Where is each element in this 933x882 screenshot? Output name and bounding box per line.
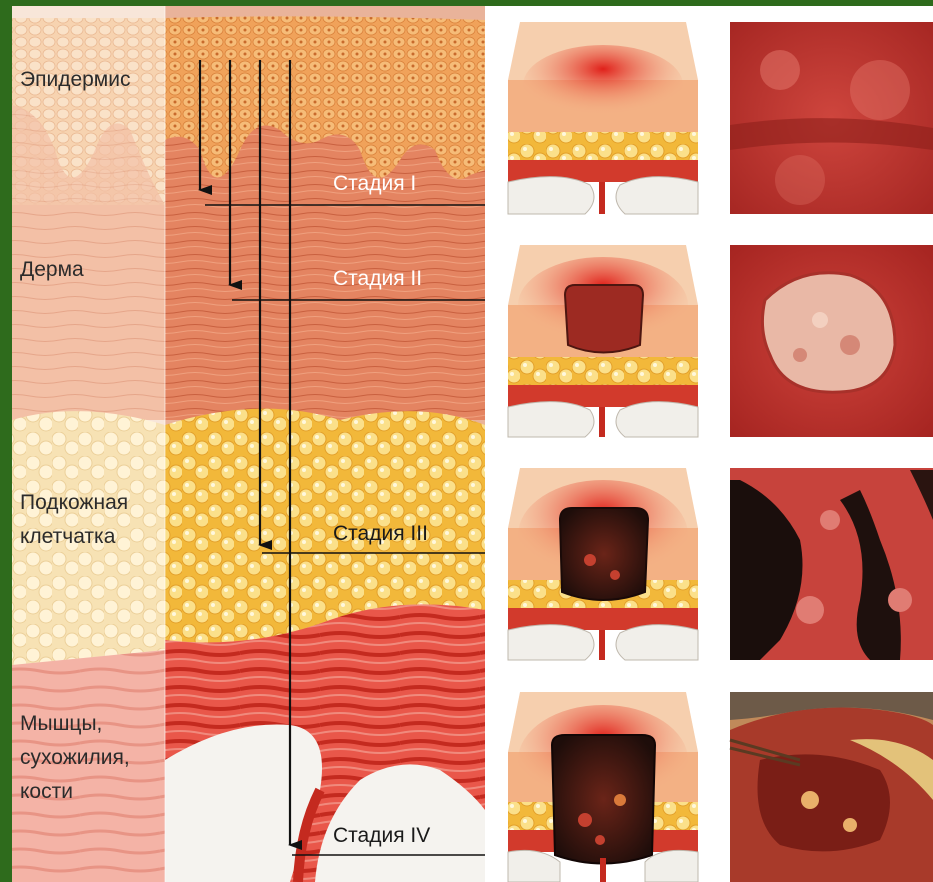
stage-4-illustration bbox=[508, 692, 698, 882]
label-muscle-line2: сухожилия, bbox=[20, 746, 130, 769]
stage-4-photo bbox=[730, 692, 933, 882]
label-epidermis: Эпидермис bbox=[20, 68, 130, 91]
label-muscle-line3: кости bbox=[20, 780, 73, 803]
label-subcutaneous-line2: клетчатка bbox=[20, 525, 116, 548]
label-stage-4: Стадия IV bbox=[333, 824, 430, 847]
label-dermis: Дерма bbox=[20, 258, 84, 281]
frame-border-left bbox=[0, 0, 12, 882]
label-subcutaneous-line1: Подкожная bbox=[20, 491, 128, 514]
stage-2-illustration bbox=[508, 245, 698, 437]
label-muscle-line1: Мышцы, bbox=[20, 712, 102, 735]
label-stage-1: Стадия I bbox=[333, 172, 416, 195]
stage-1-illustration bbox=[508, 22, 698, 214]
stage-3-illustration bbox=[508, 468, 698, 660]
stage-2-photo bbox=[730, 245, 933, 437]
label-stage-2: Стадия II bbox=[333, 267, 422, 290]
stage-1-photo bbox=[730, 22, 933, 214]
frame-border-top bbox=[0, 0, 933, 6]
label-stage-3: Стадия III bbox=[333, 522, 428, 545]
stage-3-photo bbox=[730, 468, 933, 660]
